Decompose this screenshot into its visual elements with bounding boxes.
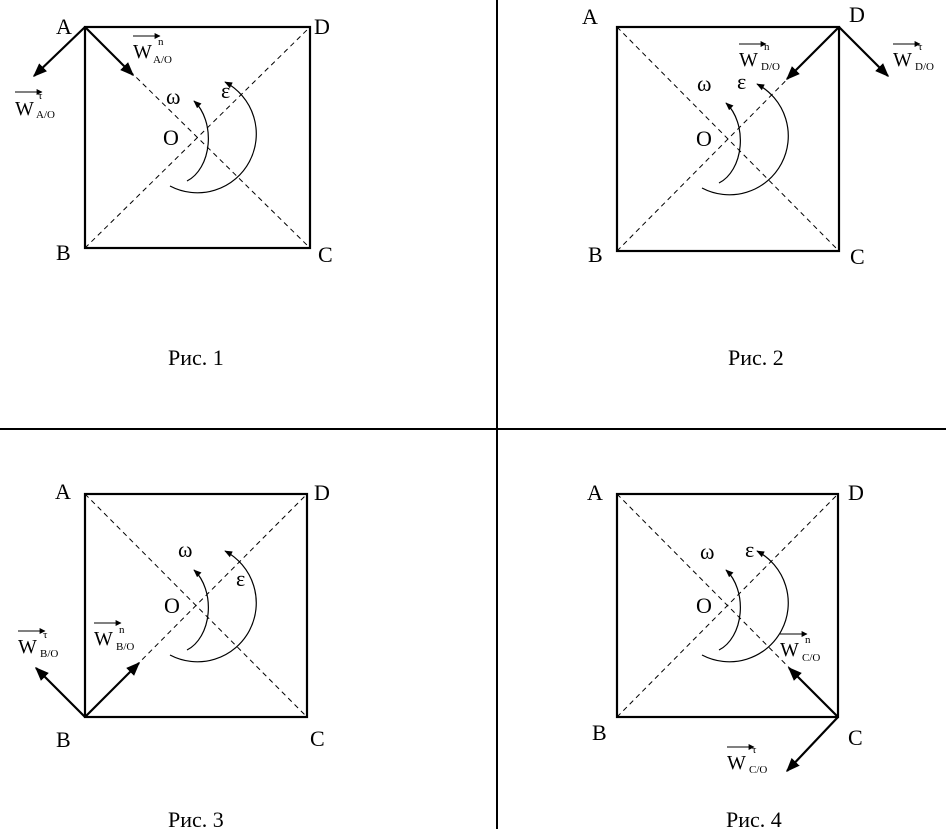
panel-2: A D B C O ω ε W n D/O W τ D/O Рис. 2 (582, 2, 934, 370)
svg-text:B/O: B/O (40, 648, 58, 660)
center-o: O (696, 593, 712, 618)
tangential-acceleration-arrow (35, 667, 86, 718)
epsilon-symbol: ε (236, 566, 245, 591)
svg-text:τ: τ (38, 90, 43, 102)
square-abcd (615, 492, 840, 719)
omega-arc (718, 569, 741, 651)
vertex-c: C (318, 242, 333, 267)
svg-text:W: W (739, 49, 758, 71)
center-o: O (163, 125, 179, 150)
vertex-a: A (582, 4, 598, 29)
svg-text:C/O: C/O (749, 764, 767, 776)
svg-text:n: n (119, 624, 125, 636)
svg-text:W: W (133, 41, 152, 63)
svg-text:W: W (15, 98, 34, 120)
normal-acceleration-arrow (84, 26, 134, 76)
panel-1: A D B C O ω ε W τ A/O W n A/O Рис. 1 (15, 14, 333, 370)
omega-arc (186, 100, 209, 182)
svg-text:A/O: A/O (36, 109, 55, 121)
svg-text:n: n (764, 41, 770, 53)
omega-symbol: ω (166, 84, 180, 109)
epsilon-symbol: ε (745, 537, 754, 562)
vertex-d: D (314, 14, 330, 39)
svg-text:D/O: D/O (915, 61, 934, 73)
svg-text:W: W (780, 639, 799, 661)
epsilon-arc (169, 550, 257, 663)
vertex-d: D (848, 480, 864, 505)
vertex-b: B (588, 242, 603, 267)
square-abcd (83, 25, 312, 250)
vertex-c: C (848, 725, 863, 750)
epsilon-symbol: ε (737, 69, 746, 94)
svg-text:n: n (805, 634, 811, 646)
vertex-b: B (592, 720, 607, 745)
diagonal-bd (84, 493, 308, 718)
normal-acceleration-label: W n C/O (780, 631, 820, 664)
omega-symbol: ω (700, 539, 714, 564)
figure-caption: Рис. 1 (168, 345, 224, 370)
tangential-acceleration-arrow (32, 26, 86, 77)
svg-text:n: n (158, 36, 164, 48)
normal-acceleration-label: W n A/O (133, 33, 172, 66)
svg-text:τ: τ (752, 744, 757, 756)
normal-acceleration-arrow (786, 26, 840, 80)
epsilon-symbol: ε (221, 78, 230, 103)
figure-caption: Рис. 4 (726, 807, 782, 829)
square-abcd (615, 25, 841, 253)
svg-text:D/O: D/O (761, 61, 780, 73)
vertex-a: A (56, 14, 72, 39)
tangential-acceleration-label: W τ C/O (727, 744, 767, 776)
vertex-a: A (587, 480, 603, 505)
omega-symbol: ω (697, 71, 711, 96)
panel-3: A D B C O ω ε W τ B/O W n B/O Рис. 3 (18, 479, 330, 829)
omega-arc (718, 102, 741, 184)
figure-caption: Рис. 3 (168, 807, 224, 829)
svg-text:W: W (893, 49, 912, 71)
diagonal-bd (84, 26, 311, 249)
square-abcd (83, 492, 309, 719)
normal-acceleration-label: W n D/O (739, 41, 780, 73)
epsilon-arc (701, 550, 789, 663)
normal-acceleration-arrow (788, 667, 839, 718)
epsilon-arc (701, 83, 789, 196)
tangential-acceleration-arrow (838, 26, 889, 77)
vertex-d: D (849, 2, 865, 27)
svg-text:B/O: B/O (116, 641, 134, 653)
vertex-d: D (314, 480, 330, 505)
vertex-c: C (310, 726, 325, 751)
svg-text:A/O: A/O (153, 54, 172, 66)
center-o: O (696, 126, 712, 151)
vertex-c: C (850, 244, 865, 269)
svg-text:τ: τ (918, 41, 923, 53)
figure-caption: Рис. 2 (728, 345, 784, 370)
normal-acceleration-label: W n B/O (94, 620, 134, 653)
vertex-b: B (56, 240, 71, 265)
svg-text:τ: τ (43, 629, 48, 641)
epsilon-arc (169, 81, 257, 194)
tangential-acceleration-arrow (786, 716, 839, 773)
center-o: O (164, 593, 180, 618)
vertex-b: B (56, 727, 71, 752)
svg-text:W: W (727, 752, 746, 774)
tangential-acceleration-label: W τ D/O (893, 41, 934, 73)
tangential-acceleration-label: W τ A/O (15, 89, 55, 121)
panel-4: A D B C O ω ε W n C/O W τ C/O Рис. 4 (587, 480, 864, 829)
svg-text:W: W (18, 636, 37, 658)
diagonal-bd (616, 493, 839, 718)
omega-arc (186, 569, 209, 651)
omega-symbol: ω (178, 537, 192, 562)
normal-acceleration-arrow (84, 662, 140, 718)
svg-text:W: W (94, 628, 113, 650)
vertex-a: A (55, 479, 71, 504)
svg-text:C/O: C/O (802, 652, 820, 664)
tangential-acceleration-label: W τ B/O (18, 628, 58, 660)
